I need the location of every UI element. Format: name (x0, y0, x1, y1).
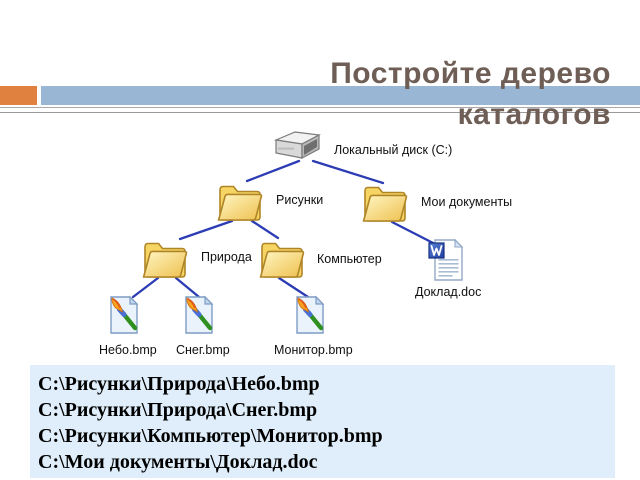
bitmap-image-icon (183, 295, 217, 337)
path-line: C:\Рисунки\Природа\Снег.bmp (38, 399, 318, 421)
tree-node-label-sneg-bmp: Снег.bmp (176, 343, 230, 357)
word-document-icon (428, 238, 466, 282)
folder-icon (217, 179, 263, 223)
tree-node-label-risunki: Рисунки (276, 193, 324, 207)
paths-panel: C:\Рисунки\Природа\Небо.bmp C:\Рисунки\П… (30, 365, 615, 478)
path-line: C:\Рисунки\Компьютер\Монитор.bmp (38, 425, 383, 447)
tree-node-label-moi-dokumenty: Мои документы (421, 195, 513, 209)
slide-title-line2: каталогов (457, 98, 611, 131)
tree-node-label-doklad-doc: Доклад.doc (415, 285, 482, 299)
bitmap-image-icon (294, 295, 328, 337)
folder-icon (142, 236, 188, 280)
hard-disk-icon (268, 130, 326, 164)
tree-node-label-monitor-bmp: Монитор.bmp (274, 343, 353, 357)
tree-node-label-kompyuter: Компьютер (317, 252, 382, 266)
slide-title-line1: Постройте дерево (330, 57, 611, 90)
accent-bar-blue (41, 86, 640, 105)
bitmap-image-icon (108, 295, 142, 337)
path-line: C:\Мои документы\Доклад.doc (38, 451, 318, 473)
folder-icon (259, 236, 305, 280)
accent-bar-orange (0, 86, 37, 105)
folder-icon (362, 180, 408, 224)
header-divider (0, 107, 640, 113)
path-line: C:\Рисунки\Природа\Небо.bmp (38, 373, 320, 395)
tree-node-label-priroda: Природа (201, 250, 252, 264)
tree-node-label-disk: Локальный диск (C:) (334, 143, 453, 157)
slide-title: Постройте дерево каталогов (330, 53, 611, 135)
tree-node-label-nebo-bmp: Небо.bmp (99, 343, 157, 357)
